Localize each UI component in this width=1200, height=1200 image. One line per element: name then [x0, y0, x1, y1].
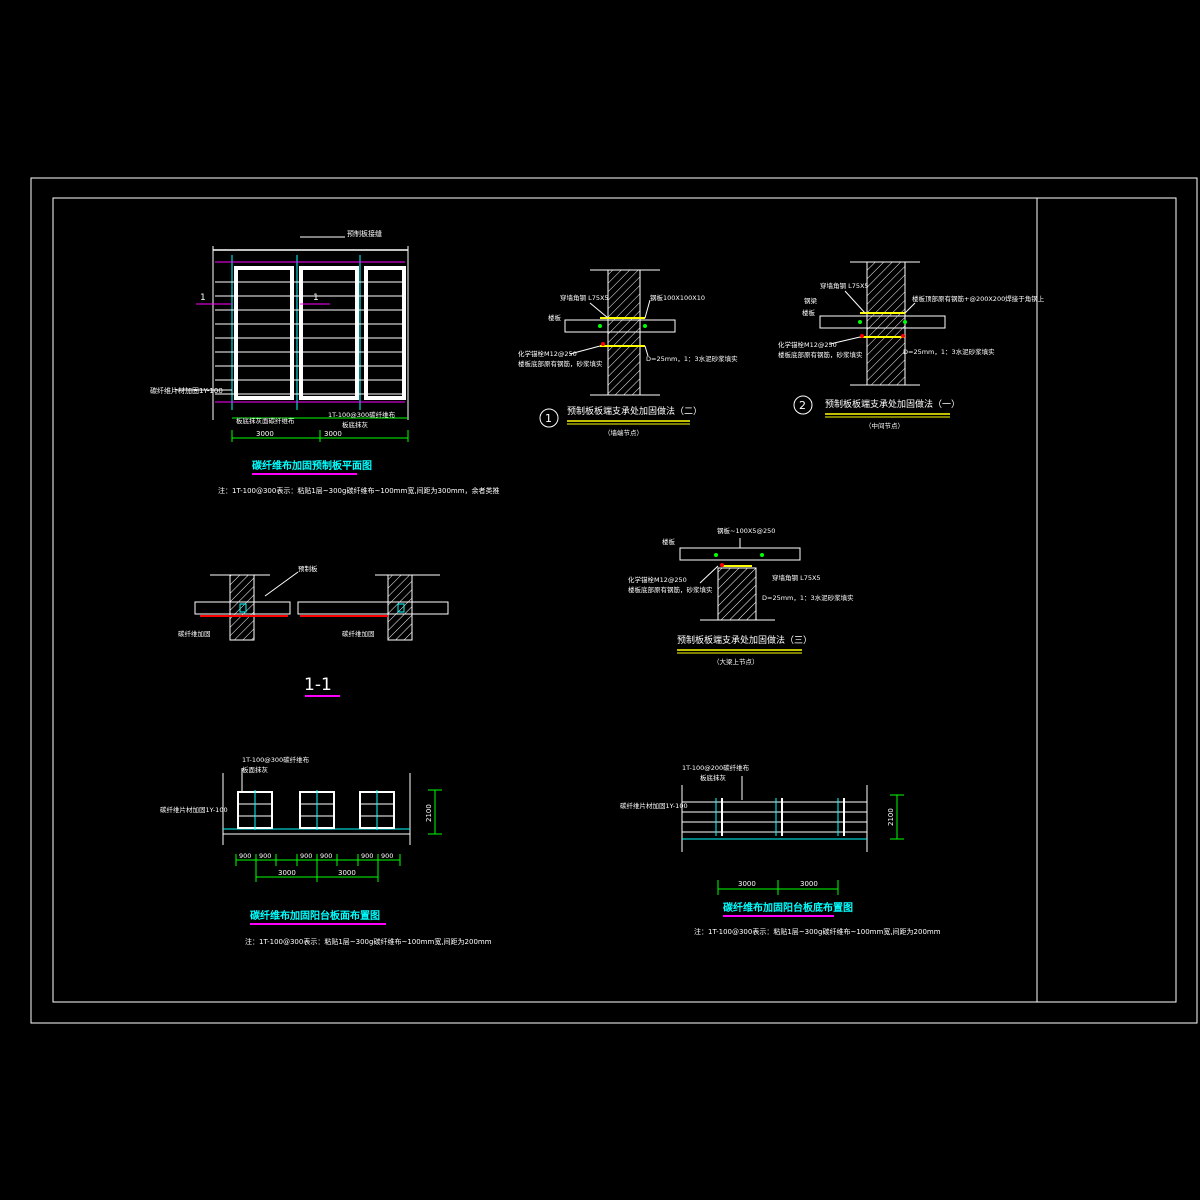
balcony-bottom-dim-b: 3000: [800, 880, 818, 888]
balcony-top-dim-a: 3000: [278, 869, 296, 877]
balcony-top-dim-s5: 900: [361, 852, 373, 860]
section-title: 1-1: [304, 675, 332, 695]
detail3-label-mortar: D=25mm，1：3水泥砂浆填实: [762, 593, 854, 602]
plan-section-mark-2: 1: [313, 293, 319, 303]
balcony-bottom-dim-a: 3000: [738, 880, 756, 888]
detail3-label-angle: 穿墙角钢 L75X5: [772, 573, 821, 582]
balcony-bottom-dim-h: 2100: [887, 808, 895, 826]
balcony-bottom-label-left: 碳纤维片材加固1Y-100: [620, 801, 688, 810]
detail2-label-mortar: D=25mm，1：3水泥砂浆填实: [903, 347, 995, 356]
plan-bottom-label-c: 板底抹灰: [342, 420, 369, 429]
section-label-left: 碳纤维加固: [178, 629, 211, 638]
plan-bottom-label-b: 1T-100@300碳纤维布: [328, 410, 396, 419]
plan-section-mark-1: 1: [200, 293, 206, 303]
detail3-label-bolt-a: 化学锚栓M12@250: [628, 575, 687, 584]
balcony-top-label-a: 1T-100@300碳纤维布: [242, 755, 310, 764]
plan-view: [175, 236, 409, 442]
plan-top-label: 预制板接缝: [347, 229, 382, 238]
detail1-label-angle: 穿墙角钢 L75X5: [560, 293, 609, 302]
plan-left-label: 碳纤维片材加固1Y-100: [150, 386, 223, 395]
detail2-label-angle: 穿墙角钢 L75X5: [820, 281, 869, 290]
detail1-number-circle: [539, 408, 559, 428]
balcony-top-dim-h: 2100: [425, 804, 433, 822]
detail3-sub: （大梁上节点）: [713, 657, 759, 666]
detail1-label-slab: 楼板: [548, 313, 562, 322]
section-label-top: 预制板: [298, 564, 318, 573]
detail2-label-bolt-a: 化学锚栓M12@250: [778, 340, 837, 349]
balcony-top-dim-s4: 900: [320, 852, 332, 860]
detail2-sub: （中间节点）: [865, 421, 904, 430]
balcony-top-drawing: [222, 768, 442, 882]
detail3-label-slab: 楼板: [662, 537, 676, 546]
detail2-label-top: 楼板顶部原有钢筋+@200X200焊接于角钢上: [912, 294, 1045, 303]
plan-dim-1: 3000: [256, 430, 274, 438]
detail3-label-bolt-b: 楼板底部原有钢筋，砂浆填实: [628, 585, 713, 594]
inner-frame: [52, 197, 1177, 1003]
balcony-top-dim-s6: 900: [381, 852, 393, 860]
detail2-label-steel: 钢梁: [804, 296, 818, 305]
balcony-top-dim-s2: 900: [259, 852, 271, 860]
detail1-title: 预制板板端支承处加固做法（二）: [567, 405, 702, 417]
balcony-top-title: 碳纤维布加固阳台板面布置图: [250, 909, 380, 922]
balcony-bottom-label-a: 1T-100@200碳纤维布: [682, 763, 750, 772]
balcony-top-label-b: 板面抹灰: [242, 765, 269, 774]
plan-bottom-label-a: 板底抹灰面碳纤维布: [236, 416, 295, 425]
balcony-top-dim-b: 3000: [338, 869, 356, 877]
balcony-top-dim-s1: 900: [239, 852, 251, 860]
balcony-bottom-drawing: [681, 776, 904, 895]
detail1-sub: （墙端节点）: [604, 428, 643, 437]
detail2-number-circle: [793, 395, 813, 415]
detail-1-drawing: [564, 269, 676, 396]
outer-frame: [30, 177, 1198, 1024]
detail1-label-mortar: D=25mm，1：3水泥砂浆填实: [646, 354, 738, 363]
balcony-bottom-note: 注：1T-100@300表示：粘贴1层~300g碳纤维布~100mm宽,间距为2…: [694, 927, 941, 936]
detail-3-drawing: [679, 538, 801, 621]
section-label-mid: 碳纤维加固: [342, 629, 375, 638]
detail2-label-bolt-b: 楼板底部原有钢筋，砂浆填实: [778, 350, 863, 359]
plan-note: 注：1T-100@300表示：粘贴1层~300g碳纤维布~100mm宽,间距为3…: [218, 486, 500, 495]
section-1-1-drawing: [194, 571, 449, 641]
detail1-label-bolt-a: 化学锚栓M12@250: [518, 349, 577, 358]
detail2-title: 预制板板端支承处加固做法（一）: [825, 398, 960, 410]
plan-dim-2: 3000: [324, 430, 342, 438]
balcony-bottom-title: 碳纤维布加固阳台板底布置图: [723, 901, 853, 914]
detail3-title: 预制板板端支承处加固做法（三）: [677, 634, 812, 646]
detail1-label-plate: 钢板100X100X10: [650, 293, 705, 302]
detail3-label-top: 钢板~100X5@250: [717, 526, 775, 535]
balcony-top-note: 注：1T-100@300表示：粘贴1层~300g碳纤维布~100mm宽,间距为2…: [245, 937, 492, 946]
balcony-top-dim-s3: 900: [300, 852, 312, 860]
detail-2-drawing: [819, 261, 946, 386]
plan-title: 碳纤维布加固预制板平面图: [252, 459, 372, 472]
detail1-label-bolt-b: 楼板底部原有钢筋，砂浆填实: [518, 359, 603, 368]
detail2-label-slab: 楼板: [802, 308, 816, 317]
balcony-bottom-label-b: 板底抹灰: [700, 773, 727, 782]
detail2-number: 2: [799, 399, 806, 412]
balcony-top-label-left: 碳纤维片材加固1Y-100: [160, 805, 228, 814]
detail1-number: 1: [545, 412, 552, 425]
